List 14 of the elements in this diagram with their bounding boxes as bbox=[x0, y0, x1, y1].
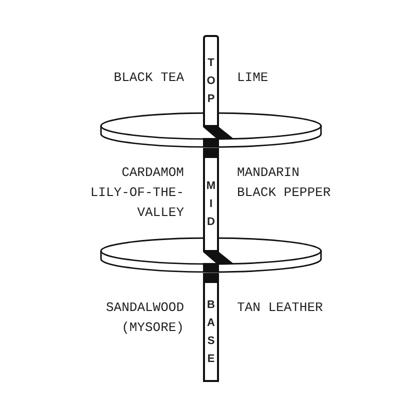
note-text: BLACK PEPPER bbox=[237, 184, 332, 202]
tier-label: TOP bbox=[208, 56, 214, 107]
pole-segment bbox=[203, 35, 219, 127]
pole-segment bbox=[203, 148, 219, 252]
note-text: LILY-OF-THE-VALLEY bbox=[89, 184, 184, 222]
note-text: MANDARIN bbox=[237, 164, 300, 182]
note-text: CARDAMOM bbox=[120, 164, 184, 182]
note-text: BLACK TEA bbox=[112, 69, 184, 87]
note-text: TAN LEATHER bbox=[237, 299, 324, 317]
note-text: SANDALWOOD (MYSORE) bbox=[104, 299, 184, 337]
note-text: LIME bbox=[237, 69, 270, 87]
tier-label: MID bbox=[208, 179, 214, 230]
pole-segment bbox=[203, 273, 219, 382]
tier-label: BASE bbox=[208, 298, 214, 366]
